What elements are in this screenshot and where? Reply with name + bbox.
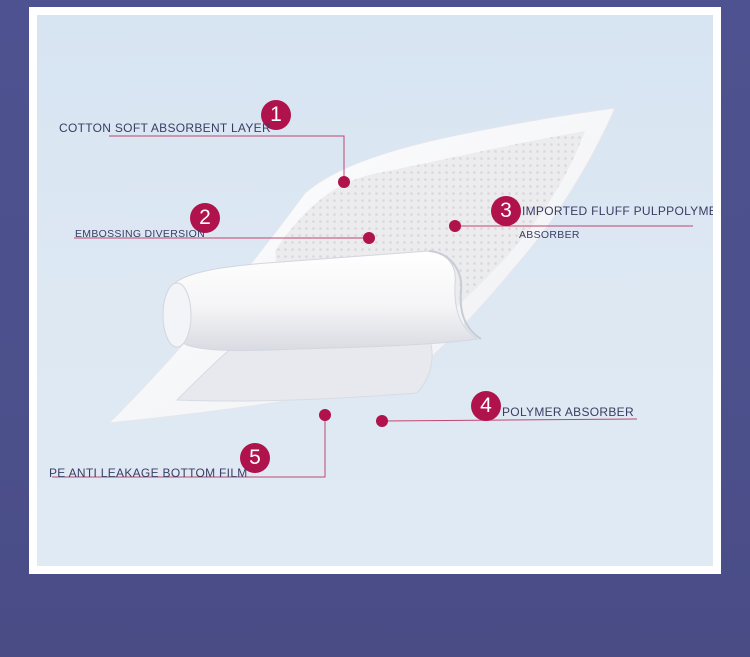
rolled-sheet	[165, 250, 479, 351]
callout-label-3-line2: ABSORBER	[519, 229, 580, 241]
callout-label-5: PE ANTI LEAKAGE BOTTOM FILM	[49, 466, 248, 480]
callout-number-5: 5	[240, 443, 270, 473]
roll-edge-shadow	[428, 250, 482, 340]
anchor-dot-4	[376, 415, 388, 427]
anchor-dot-3	[449, 220, 461, 232]
callout-label-2: EMBOSSING DIVERSION	[75, 228, 205, 240]
image-frame: 1 COTTON SOFT ABSORBENT LAYER 2 EMBOSSIN…	[29, 7, 721, 574]
callout-label-3: IMPORTED FLUFF PULPPOLYMER	[522, 204, 713, 218]
leader-lines	[52, 135, 693, 478]
leader-line-1	[109, 135, 345, 181]
callout-number-3: 3	[491, 196, 521, 226]
anchor-dot-5	[319, 409, 331, 421]
anchor-dots	[319, 176, 461, 427]
callout-label-4: POLYMER ABSORBER	[502, 405, 634, 419]
polymer-layer	[175, 336, 433, 402]
callout-number-4: 4	[471, 391, 501, 421]
callout-number-2: 2	[190, 203, 220, 233]
callout-number-1: 1	[261, 100, 291, 130]
leader-line-5	[52, 415, 326, 478]
pad-illustration	[52, 107, 693, 478]
anchor-dot-1	[338, 176, 350, 188]
leader-line-4	[381, 418, 638, 422]
anchor-dot-2	[363, 232, 375, 244]
roll-end	[162, 282, 192, 348]
callout-label-1: COTTON SOFT ABSORBENT LAYER	[59, 121, 271, 135]
diagram-panel: 1 COTTON SOFT ABSORBENT LAYER 2 EMBOSSIN…	[37, 15, 713, 566]
